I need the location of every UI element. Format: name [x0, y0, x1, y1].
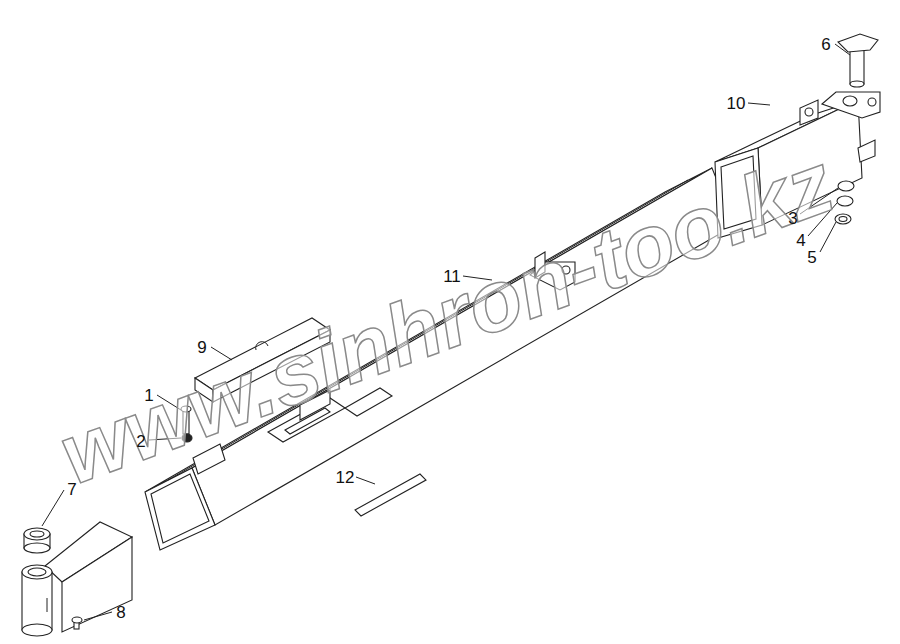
bushing-top — [24, 528, 50, 540]
callout-number: 8 — [116, 604, 125, 621]
beam-hollow — [151, 474, 209, 543]
leader-lines — [42, 44, 850, 620]
callout-number: 4 — [796, 232, 805, 249]
part-8-bolt — [72, 617, 82, 629]
leader-line — [835, 44, 850, 55]
rod — [355, 474, 426, 516]
ring — [837, 196, 853, 206]
callout-number: 12 — [336, 469, 355, 486]
watermark: www.sinhron-too.kz — [49, 138, 843, 497]
part-7-bushing — [24, 528, 50, 553]
head-ear — [800, 100, 818, 125]
end-piece — [22, 522, 132, 636]
bushing-bore — [30, 531, 44, 537]
callout-number: 10 — [727, 95, 746, 112]
lower-lug — [858, 140, 875, 162]
callout-number: 9 — [197, 339, 206, 356]
callout-number: 1 — [144, 387, 153, 404]
ring — [838, 181, 854, 191]
lug-hole — [843, 96, 857, 106]
callout-number: 11 — [443, 268, 461, 285]
bushing-bottom — [24, 543, 50, 553]
tube-slot — [47, 598, 48, 612]
head-lug — [822, 92, 880, 118]
leader-line — [356, 477, 375, 484]
ear-hole — [805, 108, 813, 116]
callout-number: 7 — [67, 481, 76, 498]
leader-line — [84, 612, 112, 620]
callout-number: 5 — [807, 249, 816, 266]
lug-hole — [868, 98, 876, 106]
tube-bottom — [22, 624, 52, 636]
callout-number: 6 — [821, 36, 830, 53]
tube-top — [22, 565, 52, 579]
leader-line — [42, 490, 64, 526]
part-6-pin — [838, 34, 878, 87]
pin-plate — [838, 34, 878, 52]
arm-side — [62, 537, 132, 632]
callout-number: 2 — [136, 433, 145, 450]
leader-line — [748, 103, 770, 105]
beam-end — [145, 468, 215, 550]
tube-bore — [28, 568, 46, 576]
pin-shaft — [850, 48, 864, 84]
pin-end — [850, 81, 864, 87]
bolt-head — [72, 617, 82, 623]
tube — [22, 572, 52, 630]
callout-number: 3 — [788, 210, 797, 227]
part-12-rod — [355, 474, 426, 516]
